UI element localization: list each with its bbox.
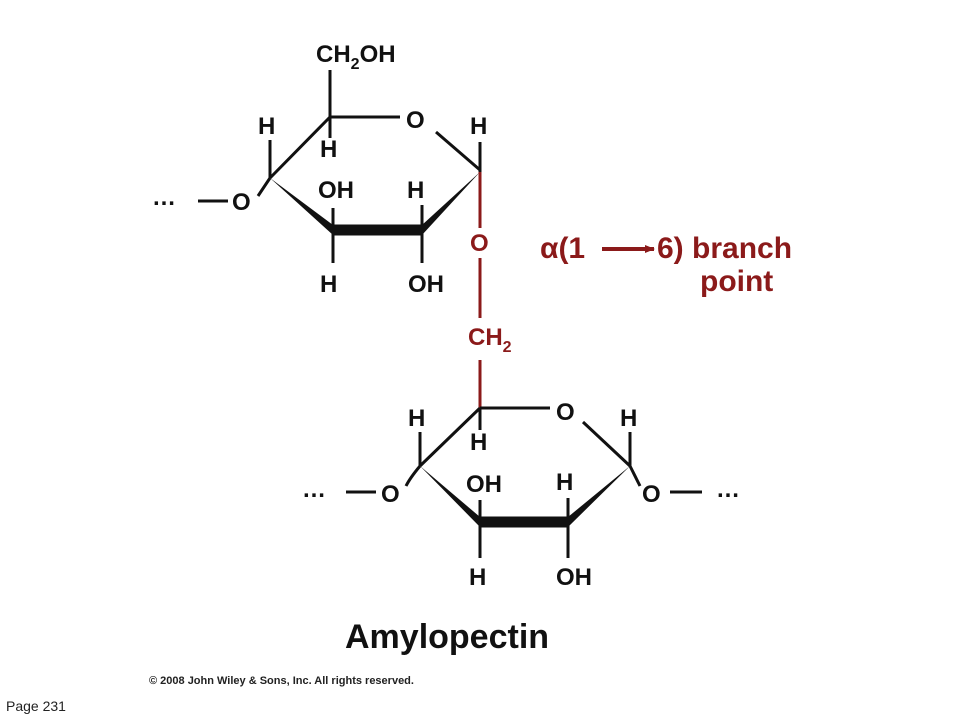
lower-c5-hydrogen: H xyxy=(408,405,425,432)
upper-c2-hydroxyl: OH xyxy=(408,271,444,298)
lower-right-chain-ellipsis: … xyxy=(716,476,740,503)
lower-left-glycosidic-oxygen: O xyxy=(381,481,400,508)
upper-c2-hydrogen: H xyxy=(407,177,424,204)
lower-ring-oxygen: O xyxy=(556,399,575,426)
branch-label-end: 6) branch xyxy=(657,232,792,265)
upper-left-chain-ellipsis: … xyxy=(152,184,176,211)
upper-left-glycosidic-oxygen: O xyxy=(232,189,251,216)
upper-glucose-ring xyxy=(198,70,482,263)
lower-c4-hydrogen: H xyxy=(470,429,487,456)
upper-c5-hydrogen: H xyxy=(258,113,275,140)
linkage-oxygen: O xyxy=(470,230,489,257)
lower-c2-hydrogen: H xyxy=(556,469,573,496)
lower-c2-hydroxyl: OH xyxy=(556,564,592,591)
page-number: Page 231 xyxy=(6,698,66,714)
upper-ring-oxygen: O xyxy=(406,107,425,134)
upper-c4-hydrogen: H xyxy=(320,136,337,163)
upper-c3-hydroxyl: OH xyxy=(318,177,354,204)
copyright-notice: © 2008 John Wiley & Sons, Inc. All right… xyxy=(149,675,414,687)
upper-ch2oh-label: CH2OH xyxy=(316,41,396,73)
branch-label-alpha: α(1 xyxy=(540,232,585,265)
upper-c3-hydrogen: H xyxy=(320,271,337,298)
lower-left-chain-ellipsis: … xyxy=(302,476,326,503)
lower-c3-hydroxyl: OH xyxy=(466,471,502,498)
lower-c3-hydrogen: H xyxy=(469,564,486,591)
lower-c1-hydrogen: H xyxy=(620,405,637,432)
lower-right-glycosidic-oxygen: O xyxy=(642,481,661,508)
diagram-title: Amylopectin xyxy=(345,618,549,656)
branch-label-point: point xyxy=(700,265,773,298)
linkage-ch2-label: CH2 xyxy=(468,324,512,356)
lower-glucose-ring xyxy=(346,406,702,558)
upper-c1-hydrogen: H xyxy=(470,113,487,140)
